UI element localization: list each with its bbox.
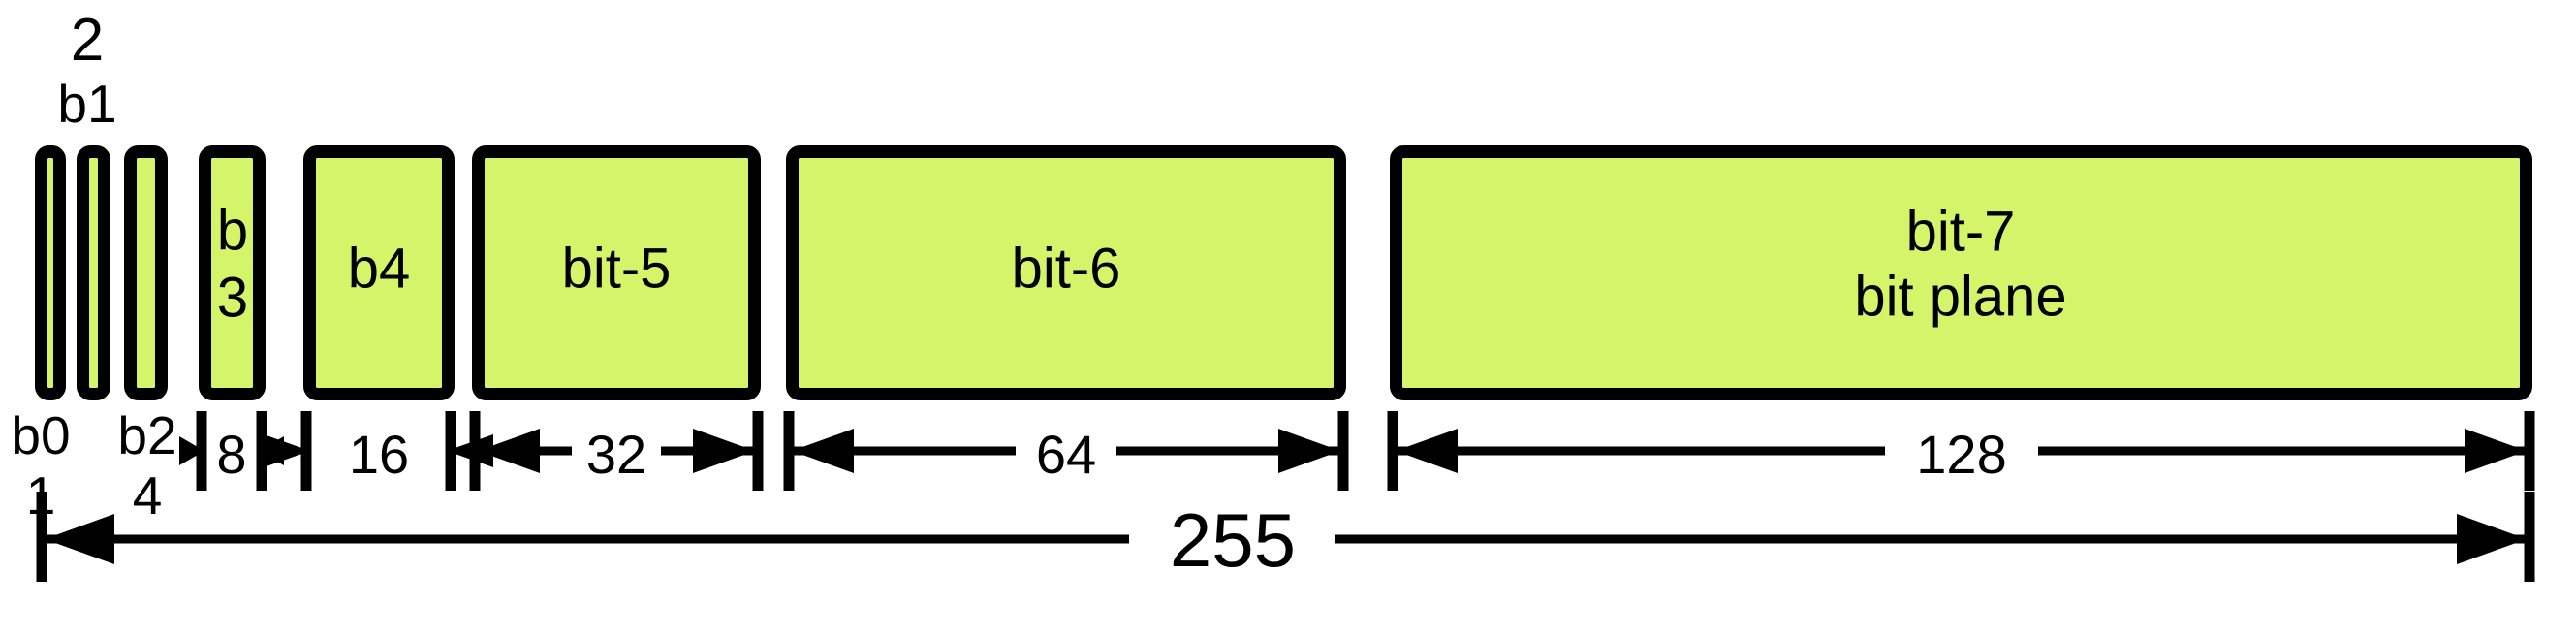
top-labels-group: 2 b1 — [57, 7, 116, 134]
arrowhead-128-left — [1396, 429, 1458, 473]
arrowhead-16-left — [264, 434, 310, 467]
dimension-32-label: 32 — [586, 424, 646, 485]
arrowhead-32-left — [478, 429, 540, 473]
bit-box-bit-7-label-line1: bit-7 — [1906, 200, 2016, 263]
bit-box-b3-label-line1: b — [217, 199, 248, 262]
bit-box-bit-6[interactable] — [786, 145, 1346, 400]
bit-box-bit-7[interactable] — [1390, 145, 2532, 400]
bit-box-b1[interactable] — [77, 145, 110, 400]
dimension-255: 255 — [36, 492, 2535, 583]
arrowhead-64-left — [792, 429, 854, 473]
dimension-16-label: 16 — [349, 424, 409, 485]
label-b2-weight: 4 — [133, 465, 163, 526]
dimension-64-label: 64 — [1036, 424, 1096, 485]
dimension-255-label: 255 — [1170, 497, 1296, 583]
arrowhead-8-left — [179, 436, 204, 465]
bottom-left-labels-group: b0 1 b2 4 — [11, 405, 176, 526]
bit-box-b4-label: b4 — [348, 237, 411, 300]
bit-box-b2[interactable] — [124, 145, 168, 400]
dimension-8-label: 8 — [216, 424, 246, 485]
bit-box-bit-5-label: bit-5 — [562, 237, 672, 300]
arrowhead-64-right — [1278, 429, 1340, 473]
bit-box-b0[interactable] — [35, 145, 66, 400]
bit-box-b3[interactable] — [199, 145, 266, 400]
arrowhead-128-right — [2465, 429, 2527, 473]
bit-box-bit-6-label: bit-6 — [1012, 237, 1121, 300]
dimensions-group: 8 16 32 — [36, 411, 2535, 583]
bit-box-b4[interactable] — [303, 145, 455, 400]
label-b0-name: b0 — [11, 405, 70, 465]
arrowhead-255-right — [2457, 514, 2527, 564]
dimension-32: 32 — [469, 411, 764, 491]
label-b2-name: b2 — [117, 405, 176, 465]
bit-boxes-group: b 3 b4 bit-5 bit-6 bit-7 bit plane — [35, 145, 2532, 400]
bit-box-bit-5[interactable] — [472, 145, 761, 400]
label-b1-name: b1 — [57, 74, 116, 134]
bit-box-bit-7-label-line2: bit plane — [1854, 265, 2066, 328]
dimension-16: 16 — [264, 411, 493, 491]
bit-box-b3-label-line2: 3 — [217, 266, 248, 329]
label-b1-weight: 2 — [71, 7, 104, 74]
dimension-128: 128 — [1387, 411, 2535, 491]
dimension-64: 64 — [783, 411, 1349, 491]
dimension-128-label: 128 — [1916, 424, 2006, 485]
arrowhead-255-left — [45, 514, 114, 564]
arrowhead-32-right — [693, 429, 755, 473]
